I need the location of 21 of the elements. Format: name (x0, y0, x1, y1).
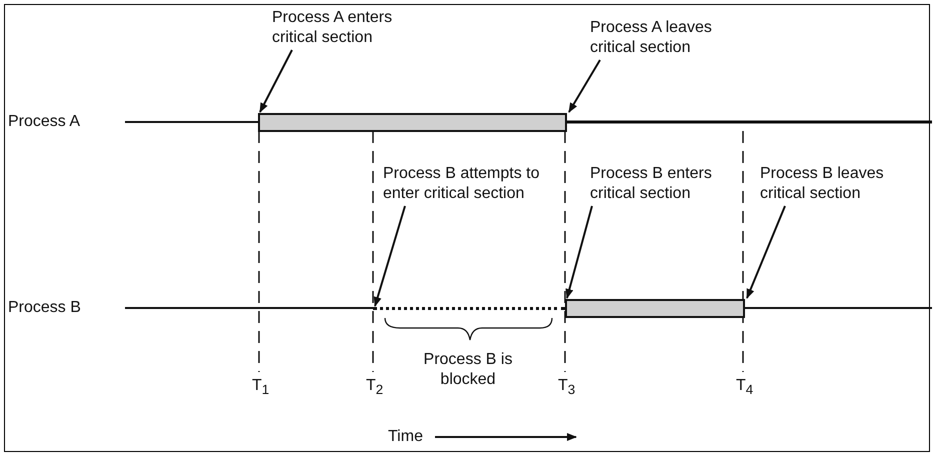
leader-arrow (568, 59, 601, 113)
dotted-timeline (373, 307, 565, 310)
callout-text: Process B enters critical section (590, 164, 730, 204)
callout-text: Process B attempts to enter critical section (383, 164, 551, 204)
timeline-label: Process A (8, 112, 82, 132)
critical-section-bar (258, 113, 567, 132)
callout-text: Process B leaves critical section (760, 164, 920, 204)
axis-label: Time (388, 427, 424, 447)
leader-arrow (746, 206, 786, 299)
leader-arrow (374, 206, 406, 307)
brace-label: Process B is blocked (422, 350, 514, 390)
leader-arrow (566, 206, 593, 299)
timeline-label: Process B (8, 298, 82, 318)
time-marker: T$_{1}$ (252, 376, 270, 400)
time-marker: T$_{4}$ (736, 376, 754, 400)
callout-text: Process A leaves critical section (590, 18, 750, 58)
critical-section-bar (565, 299, 745, 318)
time-marker: T$_{3}$ (558, 376, 576, 400)
callout-text: Process A enters critical section (272, 8, 437, 48)
time-marker: T$_{2}$ (366, 376, 384, 400)
leader-arrow (259, 50, 293, 113)
